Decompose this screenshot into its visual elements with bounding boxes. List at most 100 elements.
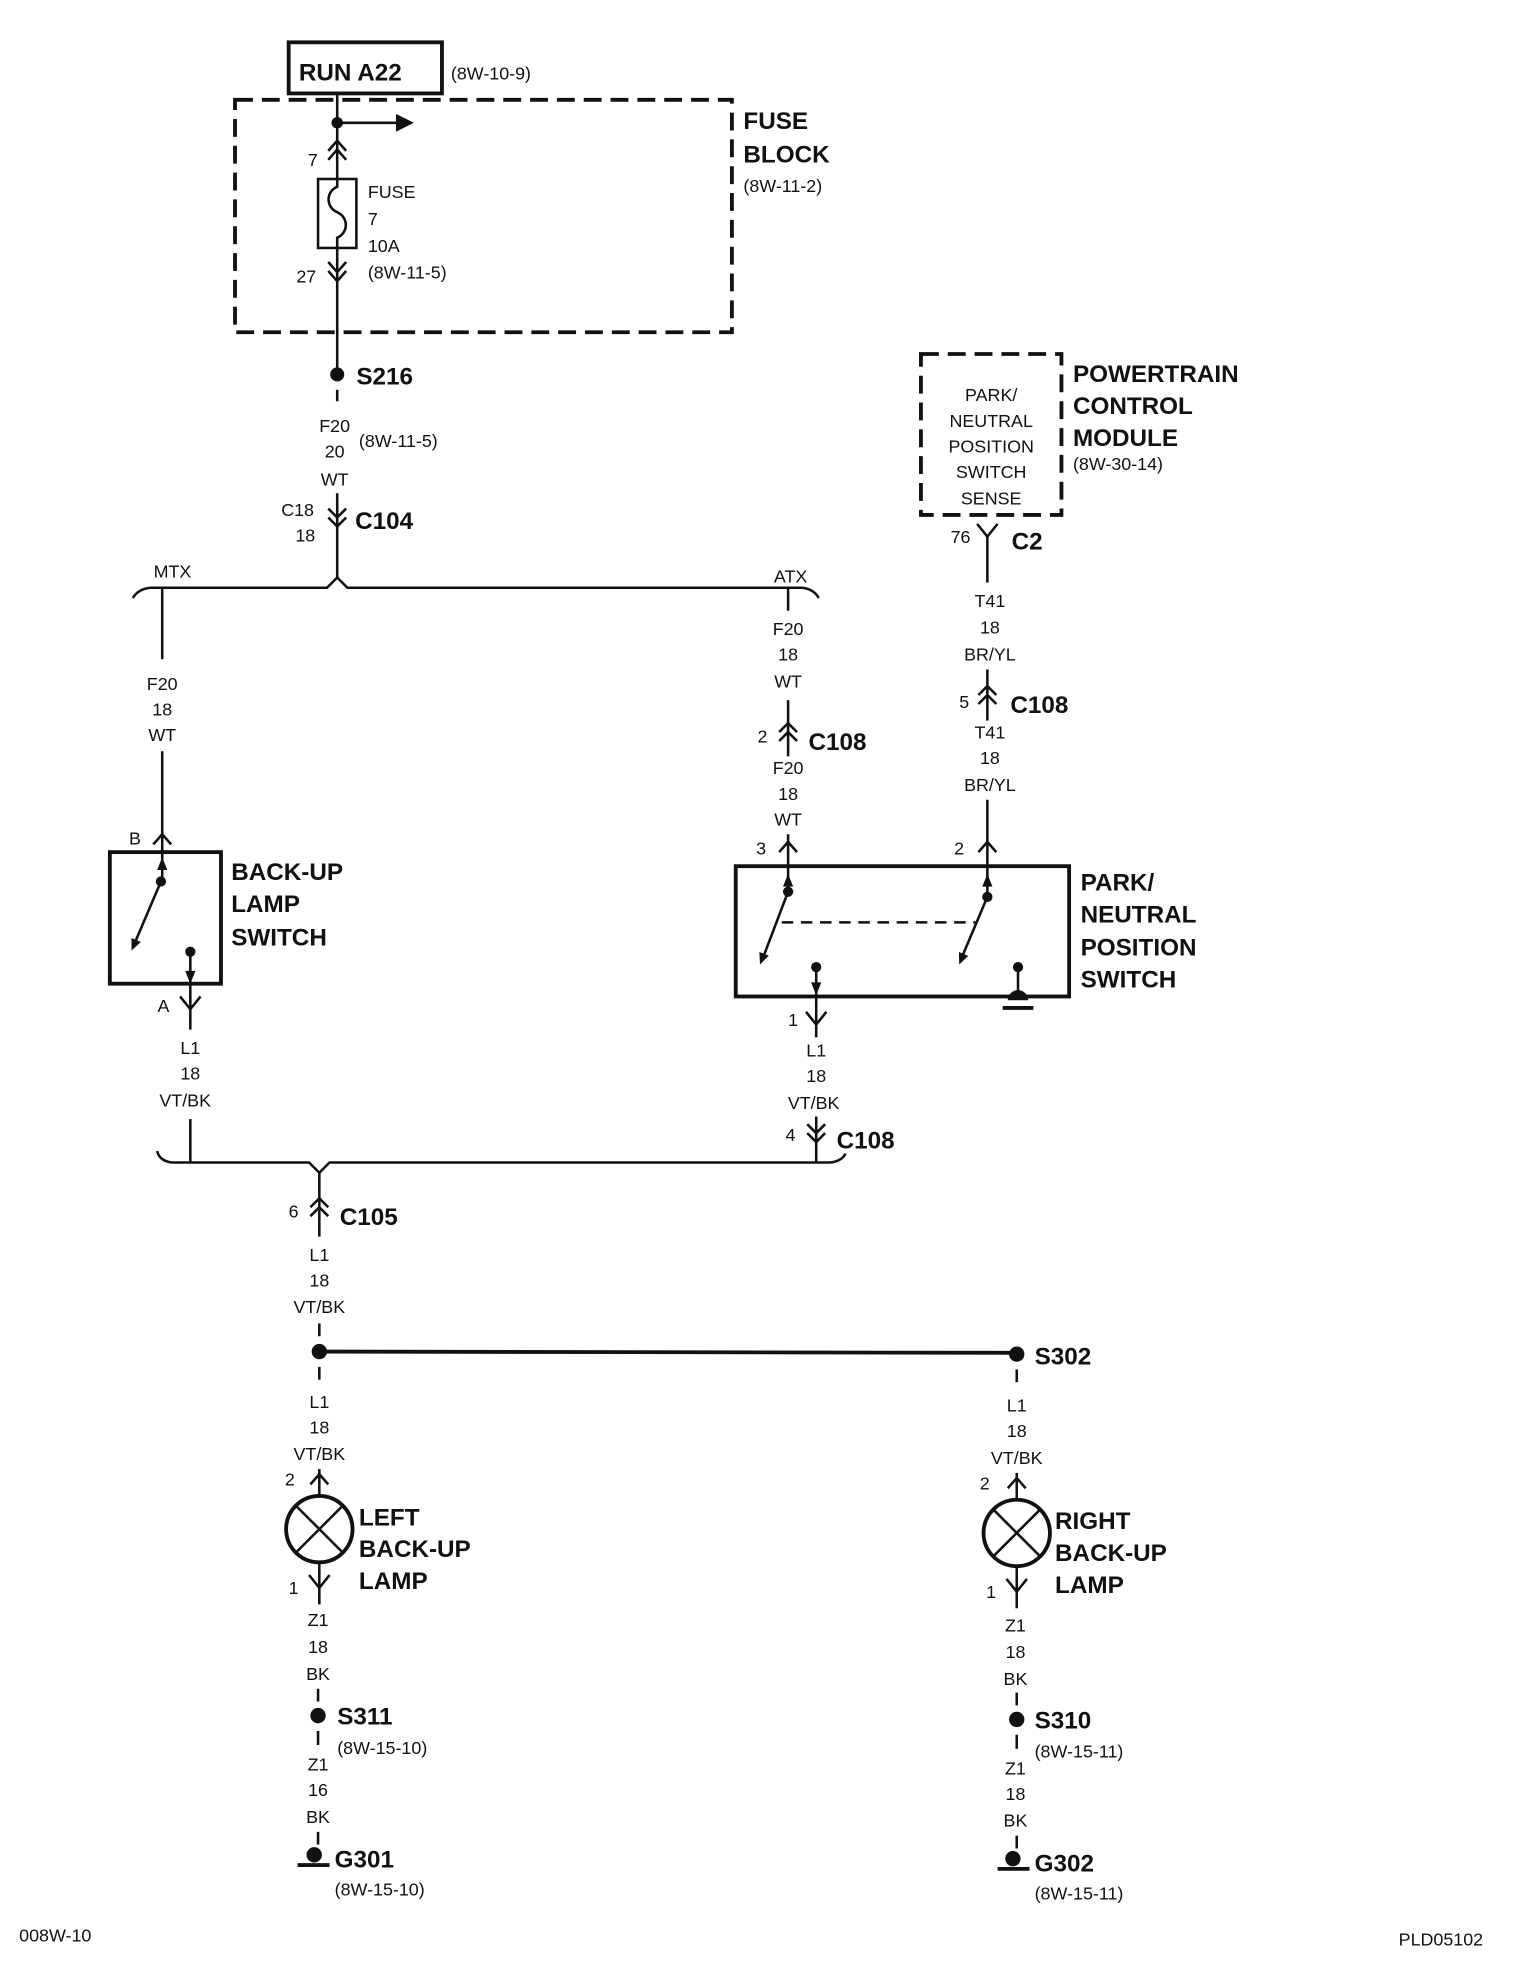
run-a22-label: RUN A22 <box>299 60 402 87</box>
left-z1-upper-circuit: Z1 <box>308 1610 329 1630</box>
wire-f20-feed: F20 20 WT (8W-11-5) <box>319 416 437 490</box>
right-lamp-pin-2-connector-icon <box>1006 1476 1027 1490</box>
right-lamp-pin-1-label: 1 <box>986 1582 996 1602</box>
powertrain-control-module: PARK/ NEUTRAL POSITION SWITCH SENSE POWE… <box>919 352 1239 897</box>
pn-switch-pin-1-connector-icon <box>804 1011 828 1027</box>
c108-l1-connector-icon <box>806 1123 827 1144</box>
left-z1-lower-circuit: Z1 <box>308 1755 329 1775</box>
splice-s302-dot <box>1009 1346 1025 1362</box>
splice-s311-label: S311 <box>337 1704 392 1731</box>
splice-s216-dot <box>330 367 345 382</box>
c104-cavity-alt: 18 <box>295 526 315 546</box>
backup-switch-title-line3: SWITCH <box>231 924 327 951</box>
footer: 008W-10 PLD05102 <box>19 1926 1483 1950</box>
left-z1-lower-gauge: 16 <box>308 1780 328 1800</box>
splice-s216-label: S216 <box>356 364 413 391</box>
cavity-7-connector-icon <box>327 138 348 161</box>
right-z1-upper-gauge: 18 <box>1006 1642 1026 1662</box>
ground-g302-icon <box>1005 1850 1021 1867</box>
pcm-t41-lower-color: BR/YL <box>964 775 1016 795</box>
splice-s302-label: S302 <box>1035 1343 1092 1370</box>
main-l1-gauge: 18 <box>309 1270 329 1290</box>
fuse-cavity-out-label: 27 <box>296 266 316 286</box>
splice-s310-ref: (8W-15-11) <box>1035 1742 1124 1762</box>
left-z1-upper-color: BK <box>306 1664 330 1684</box>
wire-f20-feed-circuit: F20 <box>319 416 350 436</box>
right-backup-lamp-circuit: L1 18 VT/BK 2 RIGHT BACK-UP LAMP 1 Z1 18… <box>980 1369 1167 1904</box>
left-lamp-pin-2-label: 2 <box>285 1470 295 1490</box>
c108-t41-label: C108 <box>1010 692 1068 719</box>
left-lamp-pin-1-connector-icon <box>308 1574 331 1590</box>
pcm-input-label-line4: SWITCH <box>956 462 1027 482</box>
ground-g302-ref: (8W-15-11) <box>1035 1884 1124 1904</box>
left-lamp-title-line3: LAMP <box>359 1568 428 1595</box>
fuse-block-title-line1: FUSE <box>743 108 808 135</box>
pn-switch-title-line1: PARK/ <box>1081 869 1155 896</box>
run-a22-ref: (8W-10-9) <box>451 63 531 83</box>
run-a22-source: RUN A22 (8W-10-9) <box>286 40 531 96</box>
fuse-number: 7 <box>368 209 378 229</box>
wire-f20-feed-gauge: 20 <box>325 441 345 461</box>
c104-cavity: C18 <box>281 500 314 520</box>
right-z1-lower-gauge: 18 <box>1006 1784 1026 1804</box>
c104-label: C104 <box>355 508 413 535</box>
c105-cavity: 6 <box>289 1201 299 1221</box>
pcm-title-line2: CONTROL <box>1073 393 1193 420</box>
atx-f20-upper-gauge: 18 <box>778 645 798 665</box>
pcm-input-label-line1: PARK/ <box>965 385 1017 405</box>
c104-connector-icon <box>327 507 348 529</box>
splice-s311-ref: (8W-15-10) <box>337 1738 427 1758</box>
c108-l1-label: C108 <box>837 1127 895 1154</box>
wire-f20-feed-ref: (8W-11-5) <box>359 431 438 451</box>
pcm-t41-lower-circuit: T41 <box>975 722 1006 742</box>
pn-switch-case-ground-icon <box>1007 990 1029 1001</box>
right-lamp-pin-2-label: 2 <box>980 1474 990 1494</box>
main-l1-color: VT/BK <box>293 1297 345 1317</box>
atx-f20-upper-circuit: F20 <box>773 619 804 639</box>
pcm-t41-upper-color: BR/YL <box>964 645 1016 665</box>
pn-switch-pin-1-label: 1 <box>788 1010 798 1030</box>
pn-switch-pin-3-label: 3 <box>756 839 766 859</box>
left-l1-circuit: L1 <box>309 1392 329 1412</box>
fuse-block: FUSE BLOCK (8W-11-2) 7 FUSE 7 10A (8W-11… <box>233 93 830 369</box>
pcm-title-line1: POWERTRAIN <box>1073 361 1239 388</box>
pn-switch-output-arrow-icon <box>811 982 822 996</box>
left-z1-lower-color: BK <box>306 1807 330 1827</box>
left-lamp-filament-x <box>294 1504 344 1554</box>
branch-atx-label: ATX <box>774 567 808 587</box>
wire-f20-feed-color: WT <box>321 470 349 490</box>
atx-f20-lower-gauge: 18 <box>778 784 798 804</box>
pn-switch-pin-2-label: 2 <box>954 839 964 859</box>
pcm-c2-connector-icon <box>976 523 999 539</box>
backup-switch-pin-b-connector-icon <box>152 832 173 846</box>
pn-switch-blade-1-arrow-icon <box>759 952 769 965</box>
pn-switch-blade-2-arrow-icon <box>958 952 969 965</box>
figure-code: PLD05102 <box>1399 1930 1484 1950</box>
left-z1-upper-gauge: 18 <box>308 1637 328 1657</box>
left-lamp-pin-2-connector-icon <box>309 1472 330 1486</box>
pn-switch-input-arrow-icon <box>782 873 794 887</box>
backup-switch-pin-a-label: A <box>158 996 170 1016</box>
main-l1-circuit: L1 <box>309 1245 329 1265</box>
right-z1-upper-circuit: Z1 <box>1005 1615 1026 1635</box>
c105-connector-icon <box>309 1196 330 1218</box>
pn-switch-title-line4: SWITCH <box>1081 967 1177 994</box>
splice-s311-dot <box>310 1707 326 1724</box>
fuse-link-icon <box>327 178 348 248</box>
fuse-block-ref: (8W-11-2) <box>743 176 822 196</box>
pcm-cavity-label: 76 <box>951 527 971 547</box>
backup-switch-blade-arrow-icon <box>131 937 141 951</box>
splice-s302-wire <box>319 1349 1017 1355</box>
backup-lamp-switch-body <box>107 850 223 986</box>
connector-c104: C18 18 C104 <box>281 493 414 578</box>
backup-switch-pin-a-connector-icon <box>179 995 202 1012</box>
left-lamp-title-line2: BACK-UP <box>359 1536 471 1563</box>
bus-continue-arrow-head-icon <box>395 113 414 132</box>
park-neutral-switch-body <box>733 864 1072 999</box>
fuse-rating: 10A <box>368 236 400 256</box>
c105-label: C105 <box>340 1204 398 1231</box>
fuse-ref: (8W-11-5) <box>368 263 447 283</box>
c108-l1-cavity: 4 <box>786 1125 796 1145</box>
branch-mtx-label: MTX <box>154 562 192 582</box>
pn-switch-blade-1 <box>762 891 790 957</box>
